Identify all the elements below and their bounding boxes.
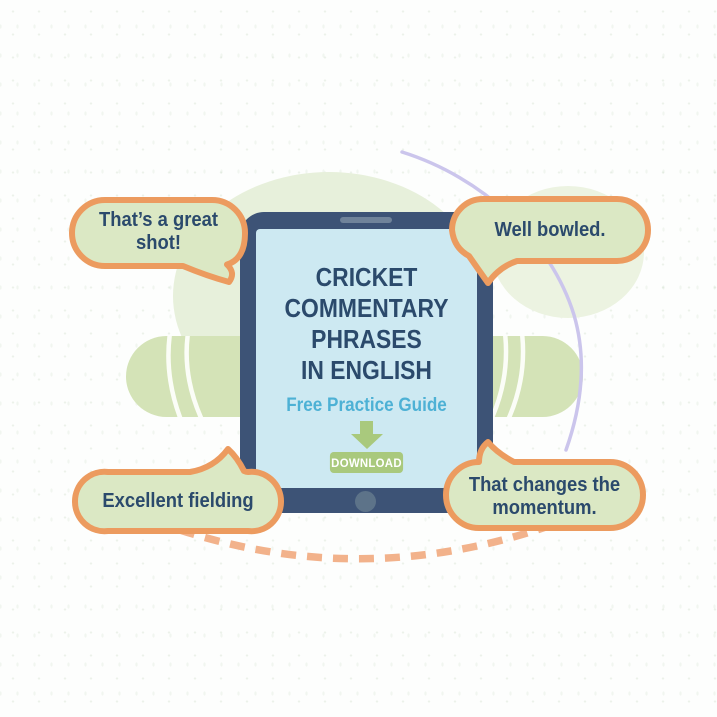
title-line-2: COMMENTARY xyxy=(284,293,449,323)
bubble-shape xyxy=(72,446,284,535)
bubble-text-bottom-left: Excellent fielding xyxy=(83,472,273,531)
title-line-3: PHRASES xyxy=(311,324,422,354)
tablet-camera-icon xyxy=(340,217,392,223)
speech-bubble-bottom-left xyxy=(72,446,284,535)
download-button[interactable]: DOWNLOAD xyxy=(329,452,404,473)
tablet-home-button xyxy=(355,491,376,512)
speech-bubble-top-right xyxy=(449,196,651,286)
cricket-ball-seams xyxy=(166,336,526,417)
bubble-line: Well bowled. xyxy=(494,218,606,241)
bubble-text-bottom-right: That changes the momentum. xyxy=(454,466,635,528)
subtitle: Free Practice Guide xyxy=(286,395,447,416)
bubble-line: momentum. xyxy=(492,497,597,519)
speech-bubble-bottom-right xyxy=(443,439,646,531)
title-line-4: IN ENGLISH xyxy=(301,355,432,385)
ball-seam-line xyxy=(184,336,204,417)
ball-seam-line xyxy=(489,336,509,417)
download-arrow-head-icon xyxy=(351,434,383,449)
bubble-shape xyxy=(449,196,651,286)
bubble-text-top-right: Well bowled. xyxy=(460,199,640,261)
speech-bubble-top-left xyxy=(69,197,248,285)
bubble-line: Excellent fielding xyxy=(102,490,254,512)
title-line-1: CRICKET xyxy=(315,262,418,292)
bubble-shape xyxy=(443,439,646,531)
ball-seam-line xyxy=(506,336,526,417)
page-title: CRICKET COMMENTARY PHRASES IN ENGLISH xyxy=(269,262,463,386)
bubble-shape xyxy=(69,197,248,285)
dashed-connector-path xyxy=(178,523,548,563)
ball-seam-line xyxy=(166,336,183,417)
purple-arc-path xyxy=(400,150,584,452)
bubble-text-top-left: That’s a great shot! xyxy=(79,206,238,258)
bubble-line: That changes the xyxy=(468,474,621,496)
download-arrow-icon xyxy=(360,421,373,435)
bubble-line: shot! xyxy=(136,232,181,254)
bubble-line: That’s a great xyxy=(99,209,218,231)
